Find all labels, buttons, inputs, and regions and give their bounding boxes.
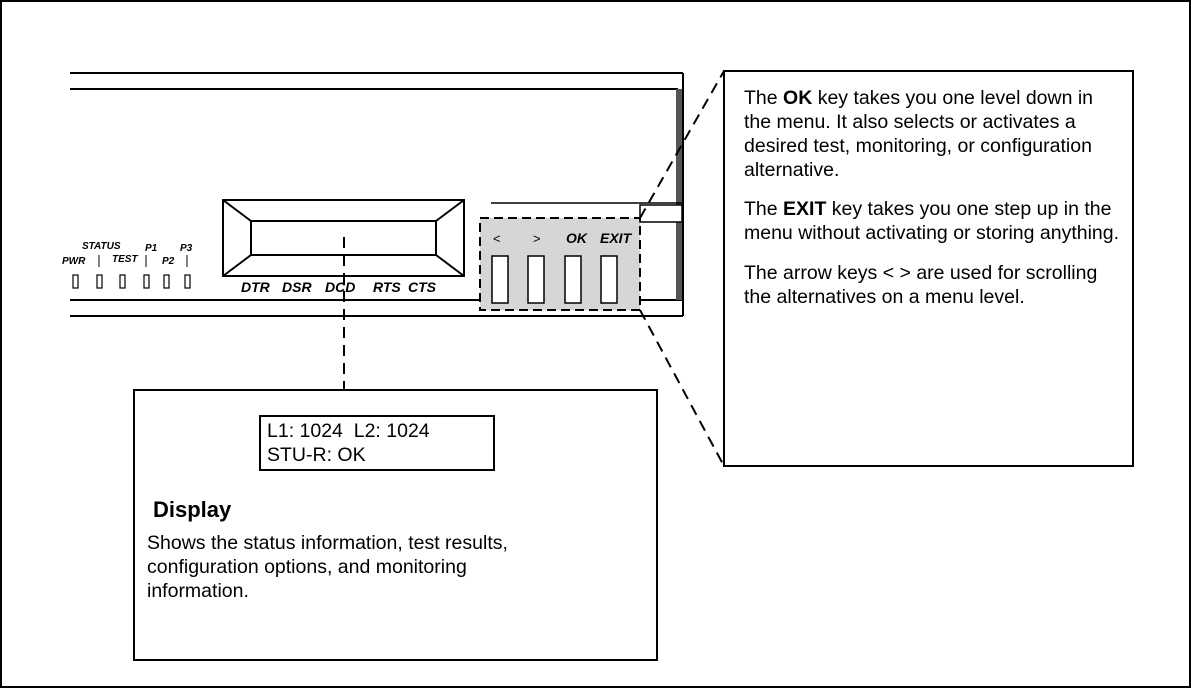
led-label-test: TEST <box>112 254 138 265</box>
panel-edge-shade <box>676 89 682 300</box>
led-p3 <box>184 274 191 289</box>
signal-label-cts: CTS <box>408 279 437 295</box>
leader-lines <box>343 70 725 467</box>
exit-key[interactable] <box>600 255 618 304</box>
panel-tab <box>639 204 683 223</box>
left-arrow-key[interactable] <box>491 255 509 304</box>
keys-callout: The OK key takes you one level down in t… <box>723 70 1134 467</box>
right-arrow-key[interactable] <box>527 255 545 304</box>
signal-label-dcd: DCD <box>325 279 355 295</box>
signal-label-rts: RTS <box>373 279 401 295</box>
led-label-p2: P2 <box>162 256 175 267</box>
led-row <box>72 274 191 289</box>
ok-key-label: OK <box>566 230 588 246</box>
exit-key-description: The EXIT key takes you one step up in th… <box>744 197 1124 245</box>
led-label-status: STATUS <box>82 241 121 252</box>
lcd-line-1: L1: 1024 L2: 1024 <box>267 420 430 442</box>
ok-desc-text: key takes you one level down in the menu… <box>744 87 1094 181</box>
ok-key-description: The OK key takes you one level down in t… <box>744 86 1124 182</box>
display-title: Display <box>153 497 232 522</box>
led-label-p1: P1 <box>145 243 158 254</box>
ok-key[interactable] <box>564 255 582 304</box>
lcd-line-2: STU-R: OK <box>267 444 366 466</box>
led-tick-lines <box>98 255 188 267</box>
ok-desc-key: OK <box>783 87 813 109</box>
exit-desc-text: key takes you one step up in the menu wi… <box>744 198 1120 244</box>
led-p1 <box>143 274 150 289</box>
signal-label-dtr: DTR <box>241 279 271 295</box>
led-label-p3: P3 <box>180 243 193 254</box>
exit-desc-prefix: The <box>744 198 784 220</box>
led-status <box>96 274 103 289</box>
led-p2 <box>163 274 170 289</box>
left-arrow-key-label: < <box>493 231 501 246</box>
led-label-pwr: PWR <box>62 256 86 267</box>
exit-key-label: EXIT <box>600 230 633 246</box>
keypad-leader-bottom <box>639 309 725 467</box>
right-arrow-key-label: > <box>533 231 541 246</box>
led-pwr <box>72 274 79 289</box>
display-description: Shows the status information, test resul… <box>147 532 508 602</box>
arrow-keys-description: The arrow keys < > are used for scrollin… <box>744 262 1098 308</box>
keypad-leader-top <box>639 70 725 219</box>
exit-desc-key: EXIT <box>783 198 827 220</box>
signal-label-dsr: DSR <box>282 279 312 295</box>
led-test <box>119 274 126 289</box>
ok-desc-prefix: The <box>744 87 784 109</box>
